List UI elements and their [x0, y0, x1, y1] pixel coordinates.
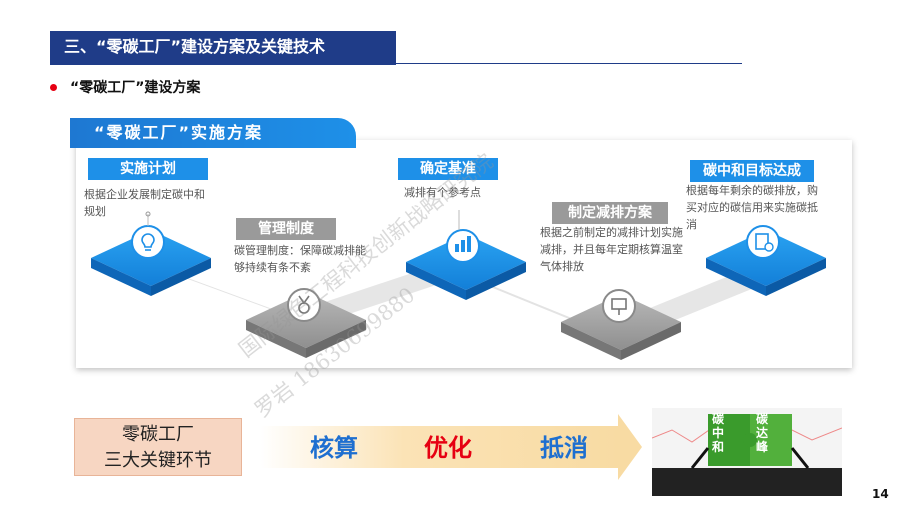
step-label-plan: 实施计划	[88, 158, 208, 180]
arrow-band	[260, 426, 618, 468]
step-path-diagram	[91, 210, 826, 360]
step-desc-plan: 根据企业发展制定碳中和规划	[84, 188, 205, 218]
subtitle: “零碳工厂”建设方案	[70, 80, 201, 96]
page-number: 14	[872, 487, 889, 501]
step-label-baseline: 确定基准	[398, 158, 498, 180]
step-desc-reduction: 根据之前制定的减排计划实施减排，并且每年定期核算温室气体排放	[540, 226, 683, 273]
key-sections-line1: 零碳工厂	[122, 424, 194, 445]
keyword-offset: 抵消	[540, 434, 588, 462]
step-desc-baseline: 减排有个参考点	[404, 186, 481, 199]
puzzle-image	[652, 408, 842, 496]
puzzle-left-text: 碳中和	[712, 412, 725, 454]
bullet-dot	[50, 84, 57, 91]
header-underline	[50, 63, 396, 65]
step-label-neutral: 碳中和目标达成	[690, 160, 814, 182]
step-desc-management: 碳管理制度：保障碳减排能够持续有条不紊	[234, 244, 366, 274]
puzzle-right-text: 碳达峰	[756, 412, 769, 454]
arrow-head	[618, 414, 642, 480]
keyword-accounting: 核算	[310, 434, 358, 462]
step-label-management: 管理制度	[236, 218, 336, 240]
header-rule	[396, 63, 742, 64]
lightbulb-icon	[131, 225, 165, 259]
certificate-icon	[746, 225, 780, 259]
presentation-icon	[602, 289, 636, 323]
medal-icon	[287, 288, 321, 322]
step-desc-neutral: 根据每年剩余的碳排放，购买对应的碳信用来实施碳抵消	[686, 184, 818, 231]
section-header: 三、“零碳工厂”建设方案及关键技术	[50, 31, 396, 63]
chart-icon	[446, 229, 480, 263]
key-sections-line2: 三大关键环节	[104, 450, 212, 471]
step-label-reduction: 制定减排方案	[552, 202, 668, 224]
plan-banner: “零碳工厂”实施方案	[70, 118, 356, 148]
keyword-optimization: 优化	[424, 434, 472, 462]
key-sections-box: 零碳工厂 三大关键环节	[74, 418, 242, 476]
